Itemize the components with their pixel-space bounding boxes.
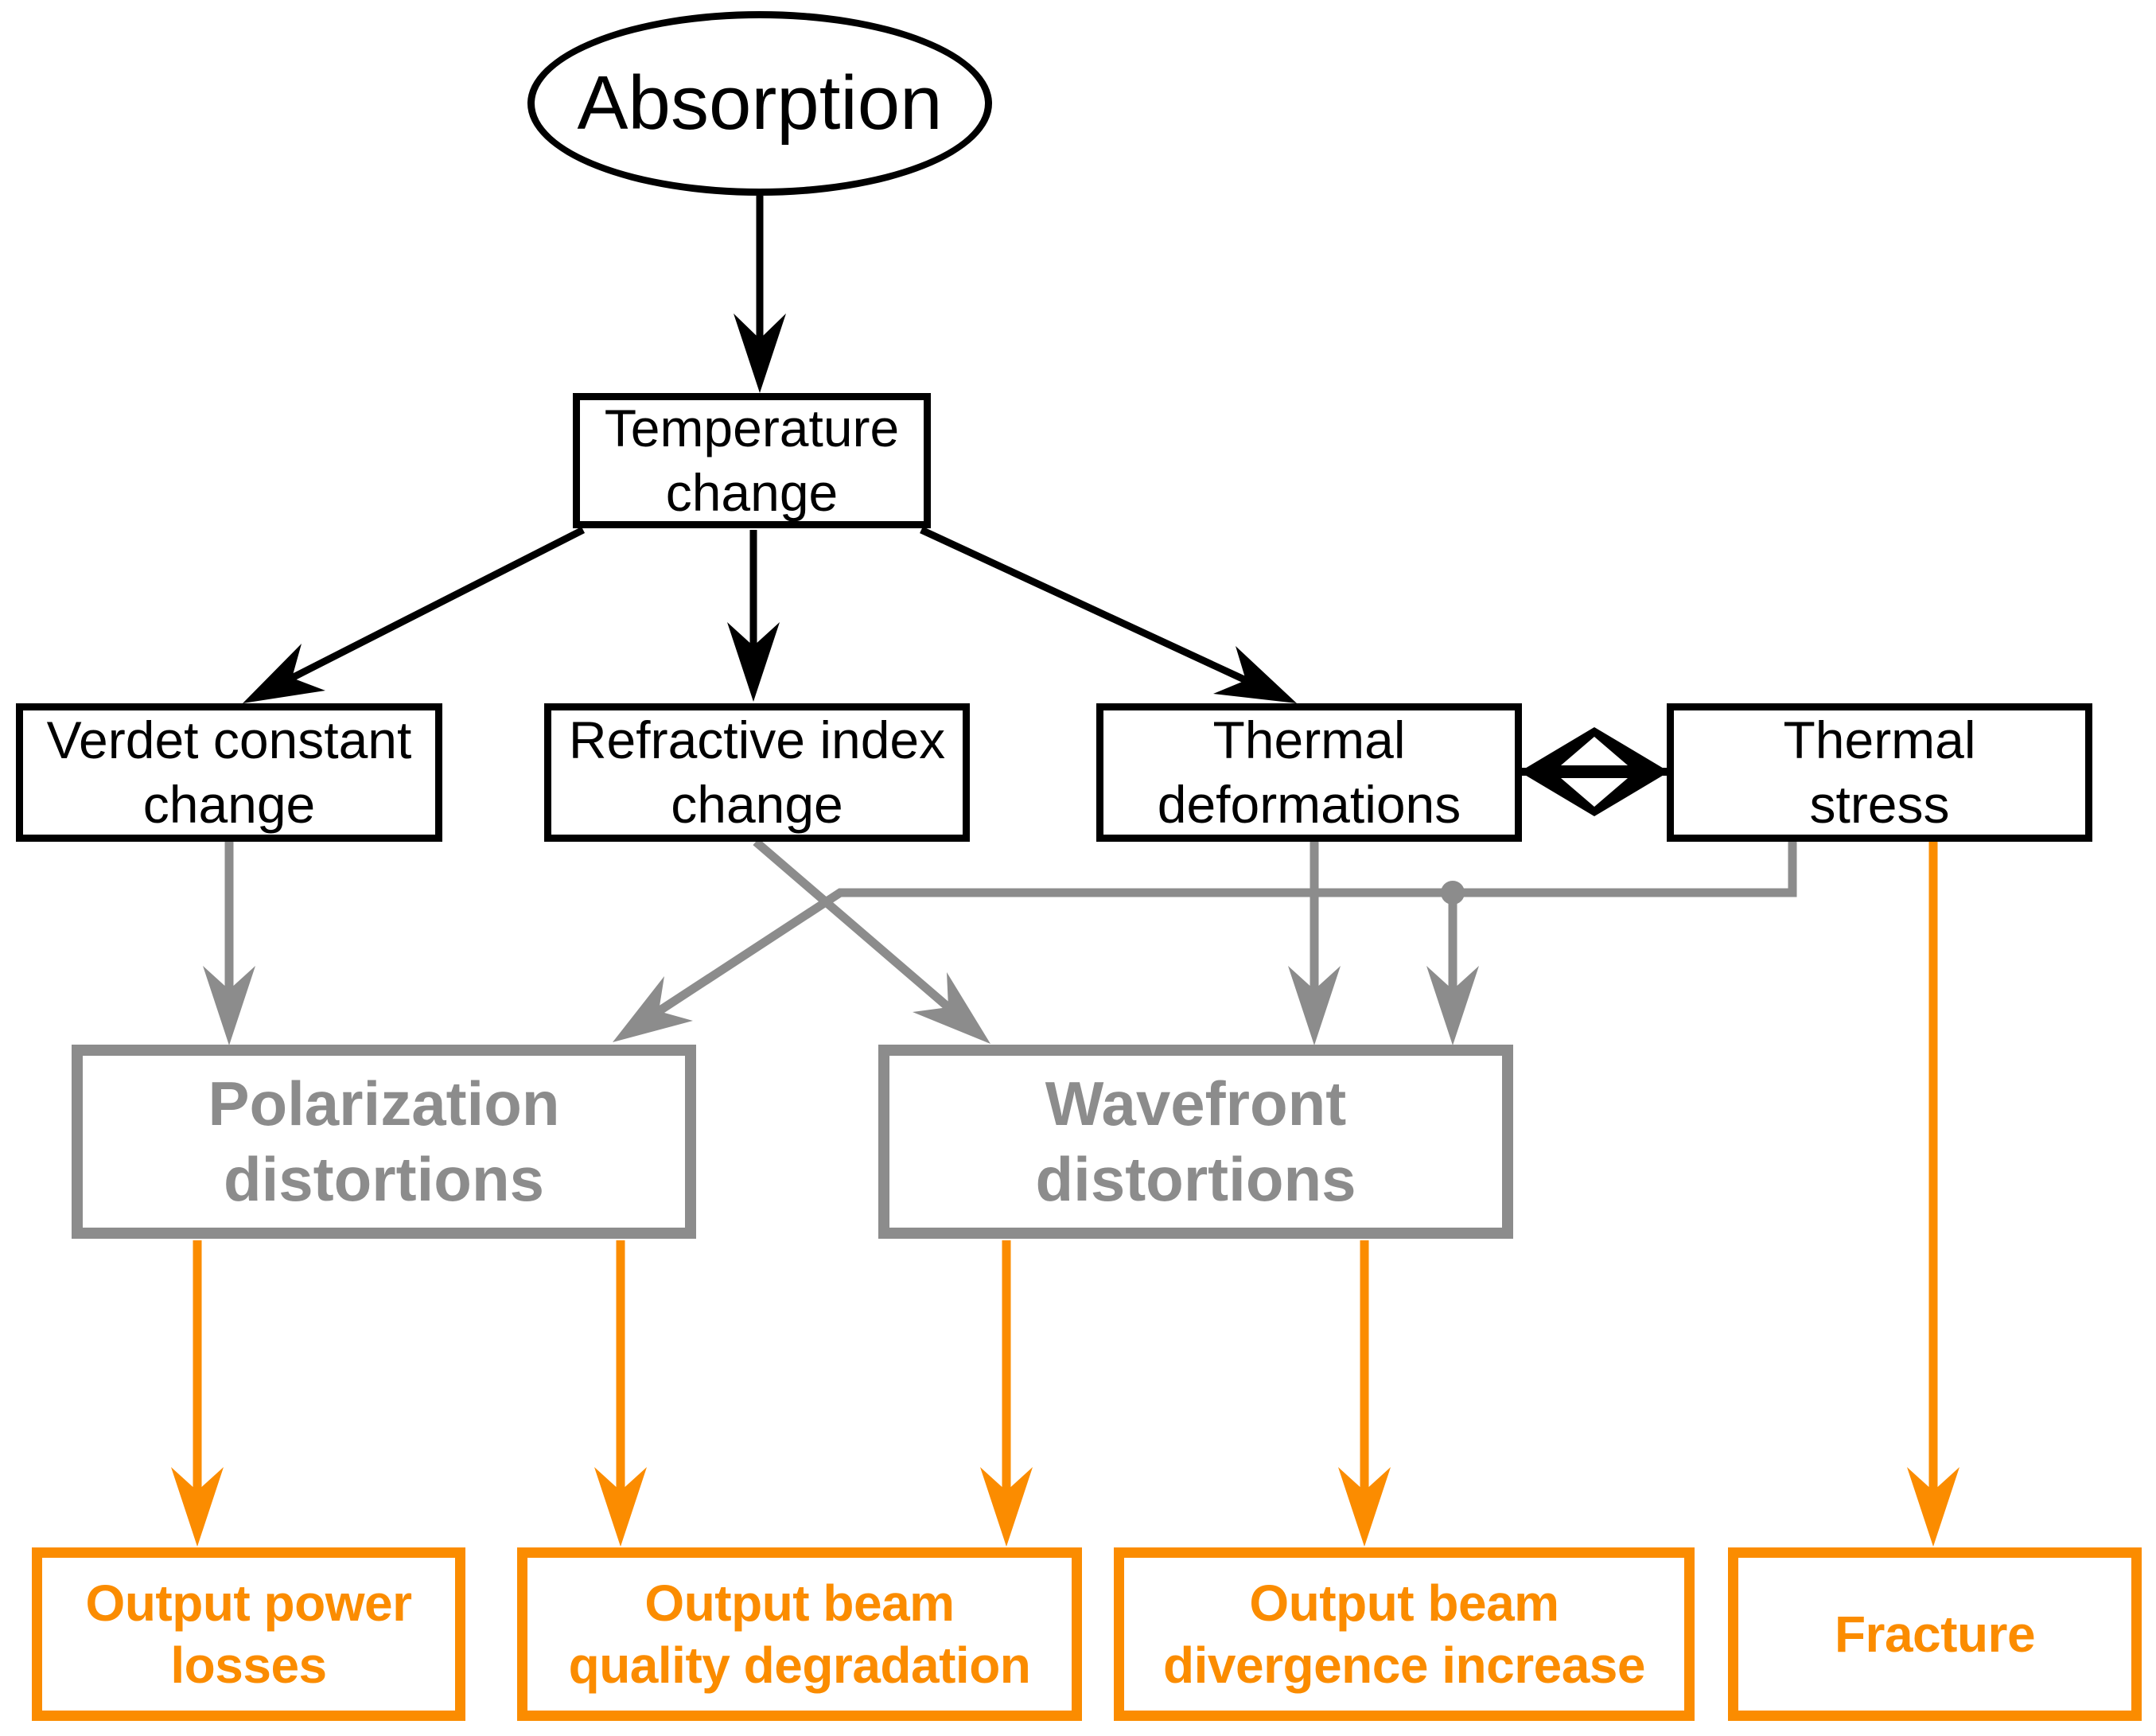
node-wavefront-distortions: Wavefront distortions xyxy=(878,1045,1513,1239)
edge-temperature-refractive xyxy=(727,530,780,702)
edge-thermal-deformations-stress-bidirectional xyxy=(1520,727,1669,816)
node-output-beam-divergence-increase: Output beam divergence increase xyxy=(1114,1547,1695,1721)
node-temperature-change-label: Temperature change xyxy=(604,399,900,522)
node-absorption-label: Absorption xyxy=(577,60,943,146)
edge-thermal-stress-wavefront xyxy=(1426,881,1479,1045)
node-output-beam-quality-degradation-label: Output beam quality degradation xyxy=(568,1574,1031,1694)
node-output-beam-quality-degradation: Output beam quality degradation xyxy=(517,1547,1082,1721)
edge-wavefront-divergence-increase xyxy=(1338,1240,1391,1547)
edge-absorption-temperature xyxy=(734,196,786,393)
node-output-beam-divergence-increase-label: Output beam divergence increase xyxy=(1163,1574,1645,1694)
edge-temperature-verdet xyxy=(243,526,586,703)
node-verdet-constant-change-label: Verdet constant change xyxy=(46,710,412,834)
node-thermal-deformations-label: Thermal deformations xyxy=(1157,710,1461,834)
node-thermal-deformations: Thermal deformations xyxy=(1096,703,1522,842)
edge-polarization-quality-degradation xyxy=(594,1240,647,1547)
node-fracture: Fracture xyxy=(1728,1547,2142,1721)
node-thermal-stress-label: Thermal stress xyxy=(1783,710,1976,834)
node-refractive-index-change: Refractive index change xyxy=(544,703,970,842)
edge-wavefront-quality-degradation xyxy=(980,1240,1033,1547)
node-verdet-constant-change: Verdet constant change xyxy=(16,703,442,842)
edge-temperature-thermal-deformations xyxy=(920,526,1297,703)
node-output-power-losses-label: Output power losses xyxy=(85,1574,412,1694)
node-thermal-stress: Thermal stress xyxy=(1667,703,2092,842)
edge-verdet-polarization xyxy=(203,842,255,1045)
node-output-power-losses: Output power losses xyxy=(32,1547,465,1721)
node-wavefront-distortions-label: Wavefront distortions xyxy=(1035,1068,1356,1214)
node-refractive-index-change-label: Refractive index change xyxy=(568,710,946,834)
node-polarization-distortions-label: Polarization distortions xyxy=(208,1068,560,1214)
node-fracture-label: Fracture xyxy=(1834,1605,2036,1663)
edge-polarization-power-losses xyxy=(171,1240,224,1547)
node-temperature-change: Temperature change xyxy=(573,393,931,528)
edge-thermal-deformations-wavefront xyxy=(1288,842,1341,1045)
edge-thermal-stress-fracture xyxy=(1907,842,1959,1547)
node-polarization-distortions: Polarization distortions xyxy=(72,1045,696,1239)
node-absorption: Absorption xyxy=(527,11,992,196)
edge-refractive-wavefront xyxy=(753,838,990,1044)
